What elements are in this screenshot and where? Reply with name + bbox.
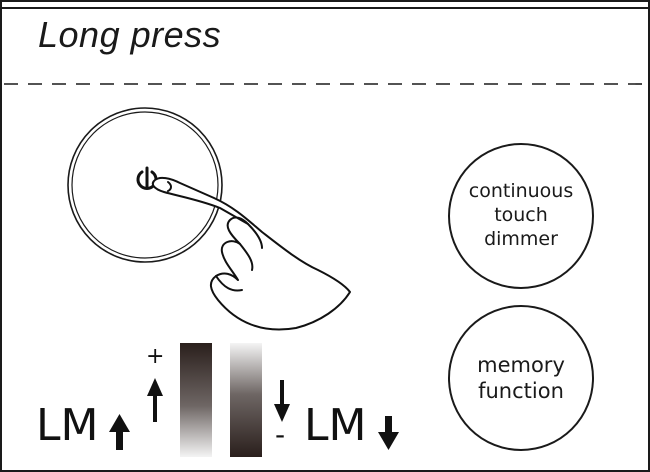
power-icon	[136, 166, 158, 190]
brightness-up-bar	[180, 343, 212, 457]
continuous-dimmer-circle	[448, 143, 594, 289]
lm-up-arrow-icon	[109, 414, 130, 450]
page-title: Long press	[38, 14, 222, 55]
touch-button-outer-ring	[67, 107, 223, 263]
lm-down-label: LM	[304, 400, 367, 451]
memory-function-circle	[448, 305, 594, 451]
plus-sign: +	[146, 344, 165, 369]
continuous-dimmer-label: continuous touch dimmer	[468, 180, 574, 250]
memory-function-label: memory function	[477, 352, 565, 403]
arrow-down-icon	[274, 380, 290, 422]
arrow-up-icon	[147, 378, 163, 422]
brightness-down-bar	[230, 343, 262, 457]
touch-button-inner-ring	[71, 111, 219, 259]
pointing-hand-icon	[151, 176, 351, 331]
minus-sign: -	[275, 418, 286, 451]
lm-up-label: LM	[36, 400, 99, 451]
lm-down-arrow-icon	[378, 416, 399, 450]
